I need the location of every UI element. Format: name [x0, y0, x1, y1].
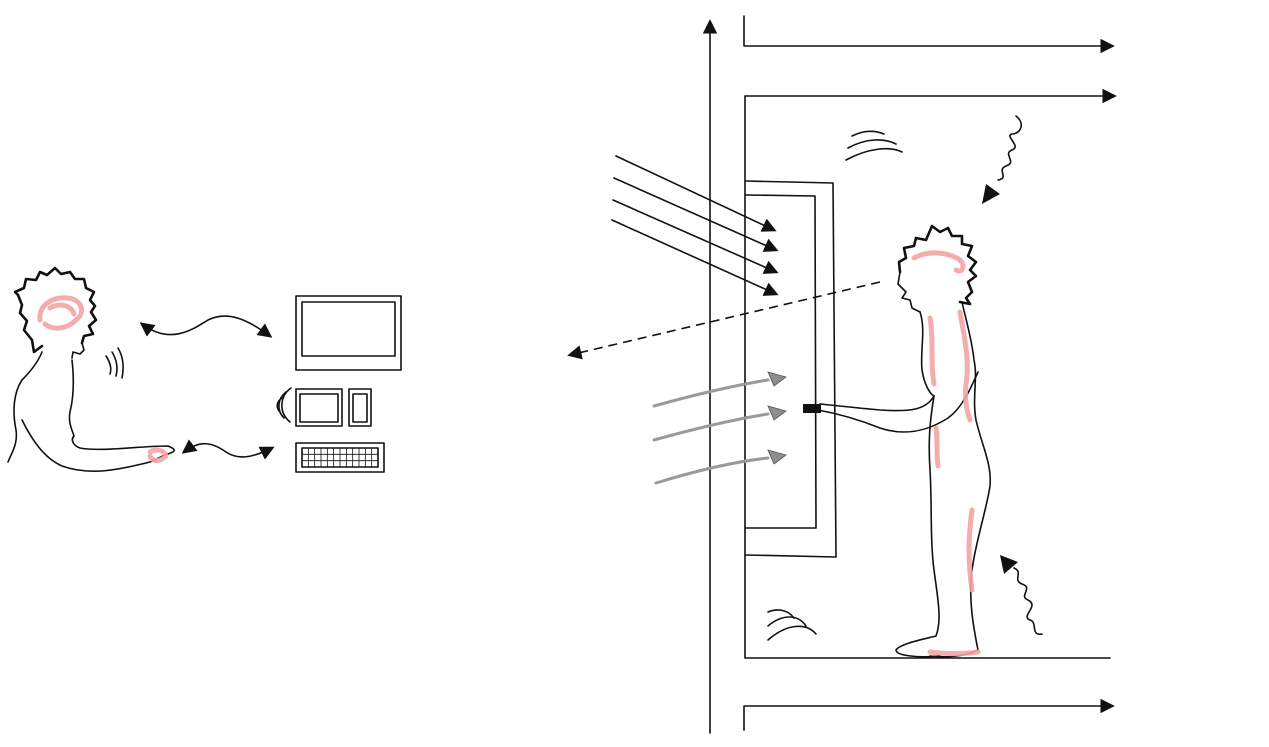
keyboard-keys [302, 448, 378, 467]
room-wall [745, 96, 1110, 658]
device-sound-wave-icon [277, 388, 291, 422]
seated-person-arm [22, 420, 174, 471]
room-sound-wave-bottom-icon [768, 610, 816, 640]
top-arrow [744, 16, 1112, 46]
room-sound-wave-top-icon [846, 131, 902, 160]
standing-brain-highlight [914, 253, 963, 271]
seated-person-front [69, 360, 74, 436]
seated-person-face [72, 343, 84, 358]
seated-person-head-back [18, 295, 42, 352]
panel-handle [803, 404, 821, 413]
seated-person [8, 268, 174, 471]
standing-person-face [898, 272, 920, 312]
panel-outer [746, 181, 836, 557]
left-scene [8, 268, 401, 472]
hand-highlight [150, 450, 166, 461]
bottom-arrow [744, 706, 1112, 730]
right-scene [570, 16, 1114, 733]
heat-wave-bottom-icon [1000, 555, 1042, 634]
keyboard [296, 443, 384, 472]
heat-wave-top-icon [982, 116, 1021, 204]
standing-person-arm [818, 372, 978, 432]
standing-person [803, 226, 990, 657]
monitor [296, 296, 401, 370]
tablet [296, 389, 342, 426]
airflow-arrows [654, 372, 786, 483]
phone [349, 389, 371, 426]
hand-keyboard-arrow [184, 444, 272, 457]
sound-wave-icon [106, 348, 123, 378]
brain-highlight [40, 298, 82, 328]
head-screen-arrow [142, 316, 270, 336]
panel-inner [746, 195, 816, 528]
light-rays [612, 156, 776, 294]
